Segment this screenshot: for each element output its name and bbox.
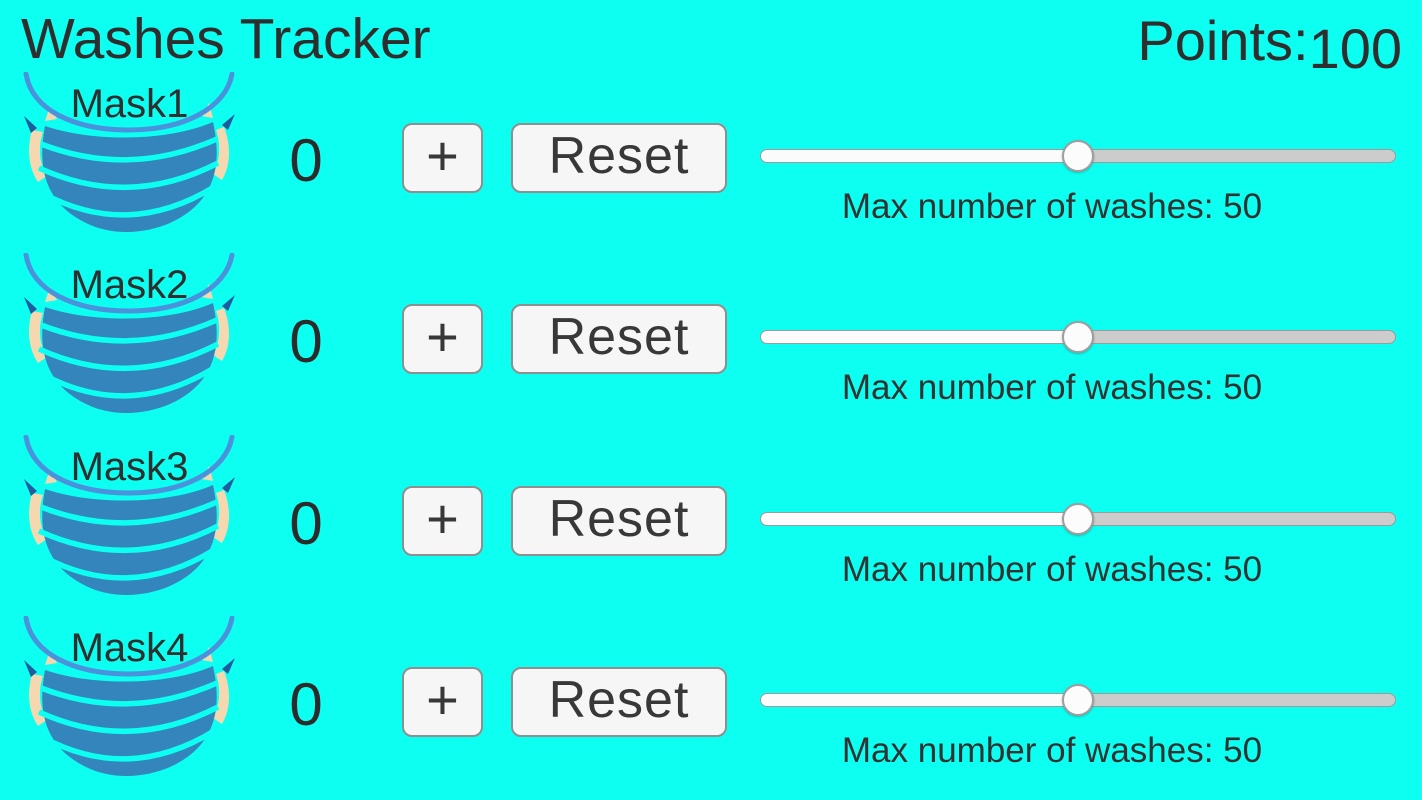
mask-label: Mask2 [70,263,189,307]
slider-thumb[interactable] [1062,321,1094,353]
wash-count: 0 [289,308,323,375]
increment-button[interactable]: + [402,304,483,374]
mask-image: Mask2 [12,253,247,423]
wash-count: 0 [289,671,323,738]
max-washes-slider[interactable] [760,136,1396,176]
wash-count: 0 [289,127,323,194]
max-washes-slider[interactable] [760,317,1396,357]
mask-label: Mask4 [70,626,189,670]
reset-button[interactable]: Reset [511,123,727,193]
max-washes-slider[interactable] [760,499,1396,539]
max-washes-label: Max number of washes: 50 [841,550,1263,589]
slider-thumb[interactable] [1062,503,1094,535]
slider-thumb[interactable] [1062,684,1094,716]
points-display: Points:100 [1137,8,1402,80]
max-washes-slider[interactable] [760,680,1396,720]
increment-button[interactable]: + [402,123,483,193]
points-label: Points: [1137,9,1309,72]
mask-row: Mask4 0 + Reset Max number of washes: 50 [0,619,1422,800]
increment-button[interactable]: + [402,486,483,556]
mask-row: Mask1 0 + Reset Max number of washes: 50 [0,75,1422,256]
mask-image: Mask4 [12,616,247,786]
slider-thumb[interactable] [1062,140,1094,172]
mask-image: Mask1 [12,72,247,242]
reset-button[interactable]: Reset [511,486,727,556]
reset-button[interactable]: Reset [511,304,727,374]
reset-button[interactable]: Reset [511,667,727,737]
max-washes-label: Max number of washes: 50 [841,731,1263,770]
mask-row: Mask3 0 + Reset Max number of washes: 50 [0,438,1422,619]
wash-count: 0 [289,490,323,557]
page-title: Washes Tracker [21,7,431,71]
mask-label: Mask3 [70,445,189,489]
max-washes-label: Max number of washes: 50 [841,187,1263,226]
points-value: 100 [1308,17,1402,80]
mask-row: Mask2 0 + Reset Max number of washes: 50 [0,256,1422,437]
max-washes-label: Max number of washes: 50 [841,368,1263,407]
increment-button[interactable]: + [402,667,483,737]
mask-label: Mask1 [70,82,189,126]
mask-image: Mask3 [12,435,247,605]
